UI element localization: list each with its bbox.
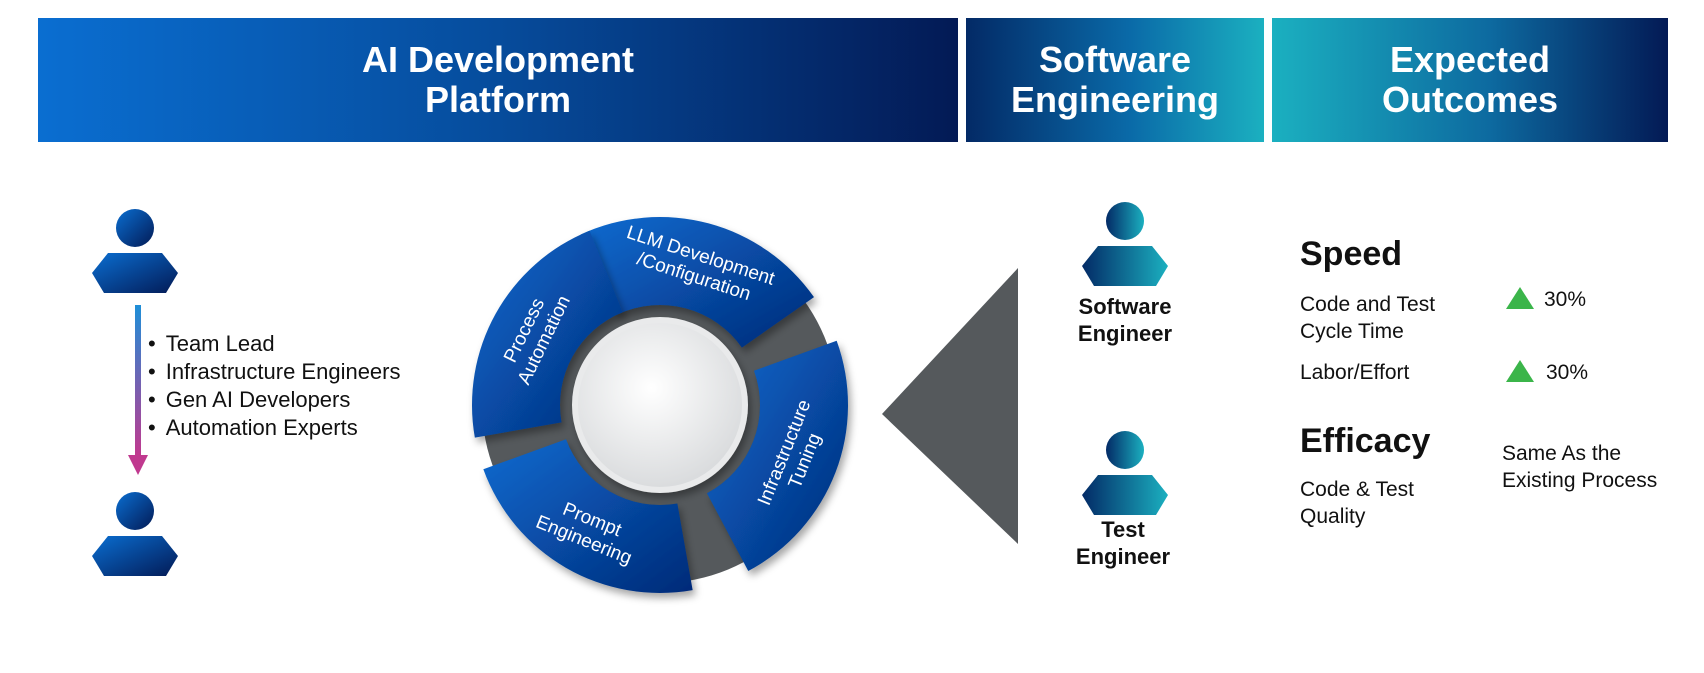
efficacy-title: Efficacy <box>1300 422 1431 460</box>
header-ai-development-platform: AI Development Platform <box>38 18 958 142</box>
software-engineer-label: Software Engineer <box>1040 293 1210 347</box>
header-line: Software <box>1038 39 1192 80</box>
team-lead-person-icon <box>92 209 178 293</box>
header-line: Expected <box>1389 39 1551 80</box>
label-line: Cycle Time <box>1300 320 1404 343</box>
segment-llm-development <box>580 217 815 348</box>
up-triangle-icon <box>1506 287 1534 309</box>
list-item: Team Lead <box>148 330 400 358</box>
pointer-triangle <box>882 268 1018 544</box>
software-engineer-person-icon <box>1082 202 1168 286</box>
test-engineer-person-icon <box>1082 431 1168 515</box>
labor-effort-percent: 30% <box>1546 361 1589 384</box>
team-roles-list: Team Lead Infrastructure Engineers Gen A… <box>148 330 401 442</box>
label-line: Same As the <box>1502 442 1622 465</box>
up-triangle-icon <box>1506 360 1534 382</box>
header-line: Platform <box>424 79 572 120</box>
header-software-engineering: Software Engineering <box>966 18 1264 142</box>
label-line: Engineer <box>1077 321 1173 346</box>
efficacy-result-text: Same As the Existing Process <box>1502 440 1657 494</box>
header-expected-outcomes: Expected Outcomes <box>1272 18 1668 142</box>
cycle-time-percent: 30% <box>1544 288 1587 311</box>
wheel-hub <box>572 317 748 493</box>
list-item: Automation Experts <box>148 414 400 442</box>
header-divider <box>1264 18 1270 142</box>
label-line: Existing Process <box>1502 469 1658 492</box>
header-line: Outcomes <box>1381 79 1559 120</box>
speed-title: Speed <box>1300 235 1403 273</box>
header-line: Engineering <box>1010 79 1220 120</box>
cycle-time-label: Code and Test Cycle Time <box>1300 291 1435 345</box>
segment-infrastructure-tuning <box>706 340 848 571</box>
down-arrow-icon <box>128 305 148 475</box>
header-line: AI Development <box>361 39 635 80</box>
list-item: Gen AI Developers <box>148 386 400 414</box>
labor-effort-label: Labor/Effort <box>1300 361 1410 384</box>
segment-process-automation <box>472 230 623 438</box>
platform-cycle-wheel: LLM Development/ConfigurationInfrastruct… <box>472 217 848 593</box>
team-member-person-icon <box>92 492 178 576</box>
label-line: Code & Test <box>1300 478 1415 501</box>
code-test-quality-label: Code & Test Quality <box>1300 476 1414 530</box>
test-engineer-label: Test Engineer <box>1038 516 1208 570</box>
segment-prompt-engineering <box>483 439 693 593</box>
header-divider <box>958 18 964 142</box>
label-line: Test <box>1101 517 1145 542</box>
label-line: Engineer <box>1075 544 1171 569</box>
label-line: Code and Test <box>1300 293 1436 316</box>
label-line: Quality <box>1300 505 1366 528</box>
label-line: Software <box>1078 294 1172 319</box>
list-item: Infrastructure Engineers <box>148 358 401 386</box>
